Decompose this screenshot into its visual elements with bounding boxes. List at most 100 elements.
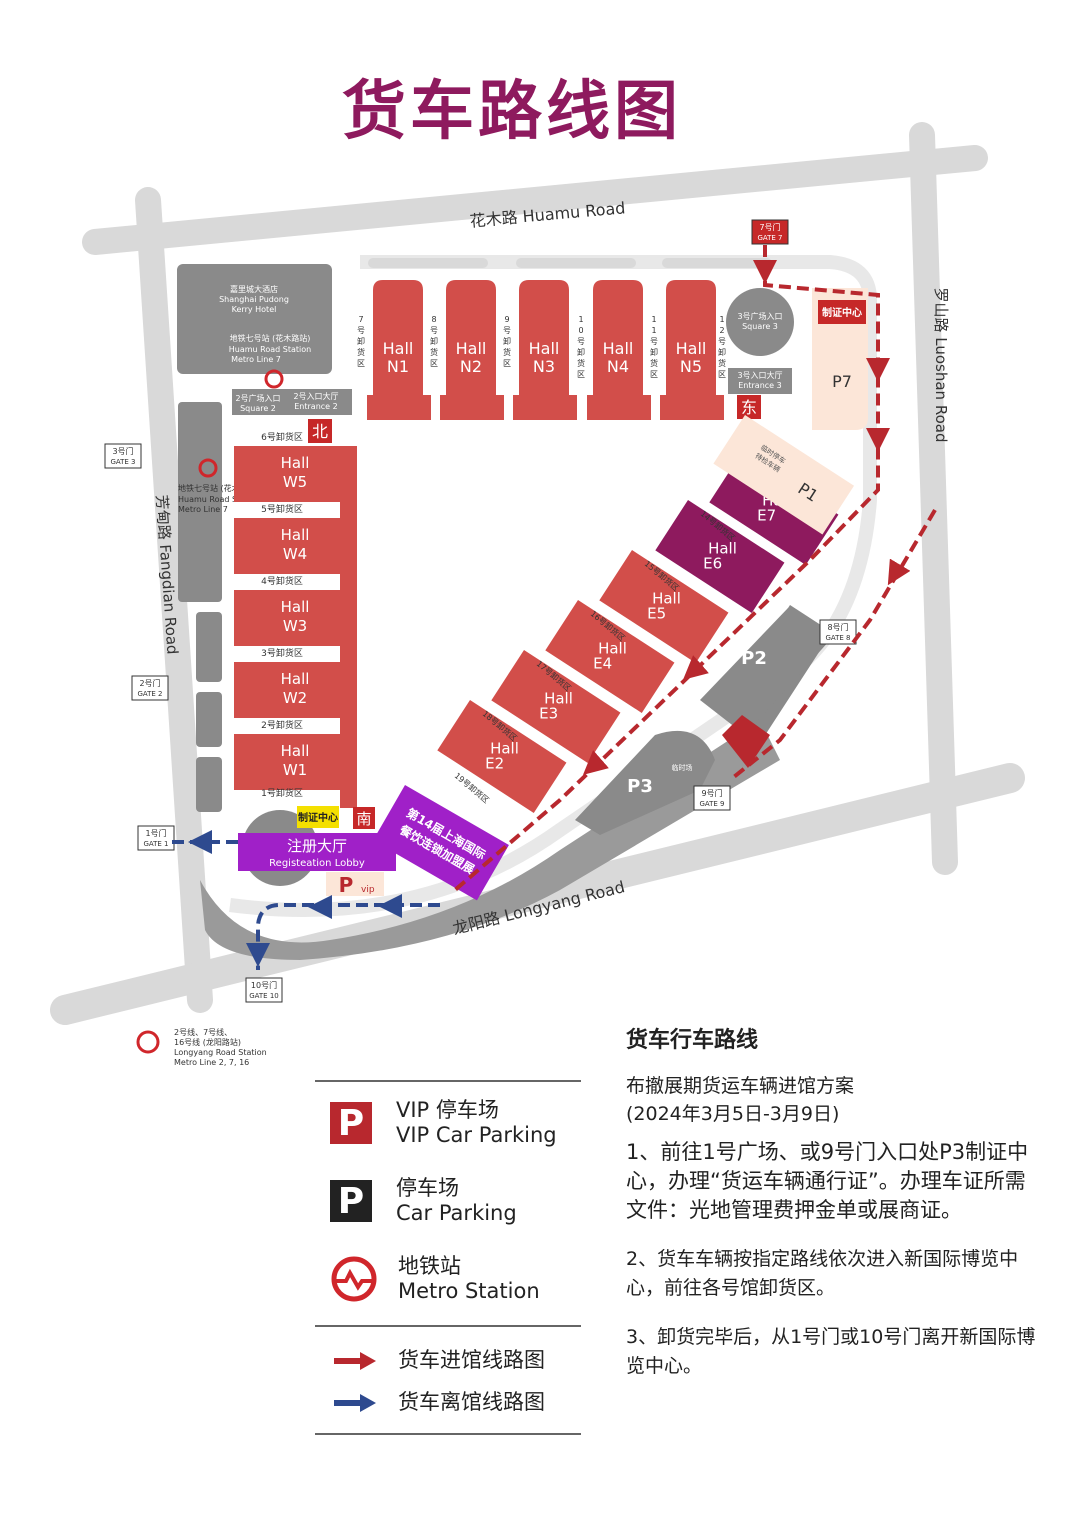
hall-label: Hall bbox=[603, 339, 634, 358]
cert-center-top bbox=[818, 300, 866, 324]
route-out bbox=[172, 840, 440, 970]
svg-text:号: 号 bbox=[357, 326, 365, 335]
svg-text:货: 货 bbox=[718, 358, 726, 368]
legend-metro-en: Metro Station bbox=[398, 1279, 540, 1303]
legend-parking: P 停车场 Car Parking bbox=[330, 1176, 517, 1226]
svg-text:1: 1 bbox=[651, 326, 656, 335]
svg-text:货: 货 bbox=[503, 347, 511, 357]
svg-text:卸: 卸 bbox=[718, 347, 726, 357]
north-marker bbox=[308, 419, 332, 443]
svg-text:Square 2: Square 2 bbox=[240, 404, 276, 413]
svg-text:卸: 卸 bbox=[357, 336, 365, 346]
svg-text:1: 1 bbox=[578, 315, 583, 324]
svg-text:2号线、7号线、: 2号线、7号线、 bbox=[174, 1027, 232, 1037]
metro-longyang-label: 2号线、7号线、16号线 (龙阳路站) Longyang Road Statio… bbox=[174, 1027, 267, 1067]
svg-text:2号门: 2号门 bbox=[139, 678, 160, 688]
svg-text:区: 区 bbox=[650, 370, 658, 379]
svg-text:GATE 2: GATE 2 bbox=[137, 690, 162, 698]
notes-title: 货车行车路线 bbox=[626, 1028, 759, 1053]
hall-label: E6 bbox=[703, 554, 722, 572]
svg-text:2号入口大厅: 2号入口大厅 bbox=[293, 391, 338, 401]
svg-text:Huamu Road Station: Huamu Road Station bbox=[178, 495, 260, 504]
legend-parking-en: Car Parking bbox=[396, 1201, 517, 1225]
parking-p1 bbox=[713, 415, 855, 535]
svg-text:3号广场入口: 3号广场入口 bbox=[737, 311, 782, 321]
parking-vip-label: P bbox=[339, 873, 354, 897]
hall-label: E5 bbox=[647, 604, 666, 622]
east-marker bbox=[737, 395, 761, 419]
south-marker bbox=[353, 807, 375, 829]
svg-text:卸: 卸 bbox=[577, 347, 585, 357]
entrance-3-block bbox=[728, 368, 792, 394]
hall-label: N1 bbox=[387, 357, 409, 376]
dock-label: 6号卸货区 bbox=[261, 431, 303, 443]
hall-label: E7 bbox=[757, 506, 776, 524]
svg-text:Metro Line 2, 7, 16: Metro Line 2, 7, 16 bbox=[174, 1058, 249, 1067]
p3-small-label: 临时场 bbox=[672, 763, 693, 772]
svg-text:GATE 9: GATE 9 bbox=[699, 800, 724, 808]
legend-vip-parking: P VIP 停车场 VIP Car Parking bbox=[330, 1098, 557, 1148]
svg-text:号: 号 bbox=[503, 326, 511, 335]
dock-label: 2号卸货区 bbox=[261, 719, 303, 731]
notes-step-1: 1、前往1号广场、或9号门入口处P3制证中心，办理“货运车辆通行证”。办理车证所… bbox=[626, 1140, 1029, 1222]
svg-text:地铁七号站 (花木路站): 地铁七号站 (花木路站) bbox=[230, 333, 311, 343]
gate-2: 2号门 GATE 2 bbox=[131, 675, 169, 701]
legend-divider-mid bbox=[315, 1325, 581, 1327]
svg-text:区: 区 bbox=[503, 359, 511, 368]
entrance-2-block bbox=[232, 389, 352, 415]
svg-text:GATE 8: GATE 8 bbox=[825, 634, 850, 642]
dock-label: 7号卸货区 bbox=[357, 315, 365, 368]
parking-vip bbox=[326, 872, 384, 896]
svg-text:GATE 10: GATE 10 bbox=[249, 992, 279, 1000]
hall-label: Hall bbox=[676, 339, 707, 358]
svg-text:Square 3: Square 3 bbox=[742, 322, 778, 331]
cert-center-south bbox=[297, 806, 339, 828]
legend-route-out-label: 货车离馆线路图 bbox=[398, 1390, 545, 1414]
legend-route-in: 货车进馆线路图 bbox=[330, 1348, 545, 1373]
svg-text:2号广场入口: 2号广场入口 bbox=[235, 393, 280, 403]
hall-label: N4 bbox=[607, 357, 629, 376]
legend-vip-parking-en: VIP Car Parking bbox=[396, 1123, 557, 1147]
svg-text:号: 号 bbox=[577, 337, 585, 346]
hall-label: Hall bbox=[281, 598, 310, 616]
road-luoshan-label: 罗山路 Luoshan Road bbox=[932, 288, 950, 443]
svg-text:16号线 (龙阳路站): 16号线 (龙阳路站) bbox=[174, 1037, 241, 1047]
hall-label: N3 bbox=[533, 357, 555, 376]
svg-text:0: 0 bbox=[578, 326, 583, 335]
svg-text:号: 号 bbox=[650, 337, 658, 346]
hall-label: Hall bbox=[544, 689, 573, 707]
parking-p2-block bbox=[700, 608, 830, 735]
cert-center-top-label: 制证中心 bbox=[822, 306, 862, 319]
registration-lobby-cn: 注册大厅 bbox=[287, 837, 347, 855]
parking-vip-sub: vip bbox=[361, 885, 375, 895]
legend-divider-bottom bbox=[315, 1433, 581, 1435]
hall-label: W1 bbox=[283, 761, 307, 779]
hall-label: Hall bbox=[490, 739, 519, 757]
svg-text:号: 号 bbox=[430, 326, 438, 335]
svg-text:1: 1 bbox=[719, 315, 724, 324]
notes-step-2: 2、货车车辆按指定路线依次进入新国际博览中心，前往各号馆卸货区。 bbox=[626, 1248, 1019, 1299]
svg-text:货: 货 bbox=[357, 347, 365, 357]
hall-label: W2 bbox=[283, 689, 307, 707]
hall-label: Hall bbox=[383, 339, 414, 358]
west-gray-strip bbox=[178, 402, 222, 812]
svg-text:Huamu Road Station: Huamu Road Station bbox=[229, 345, 311, 354]
svg-text:Entrance 2: Entrance 2 bbox=[294, 402, 337, 411]
